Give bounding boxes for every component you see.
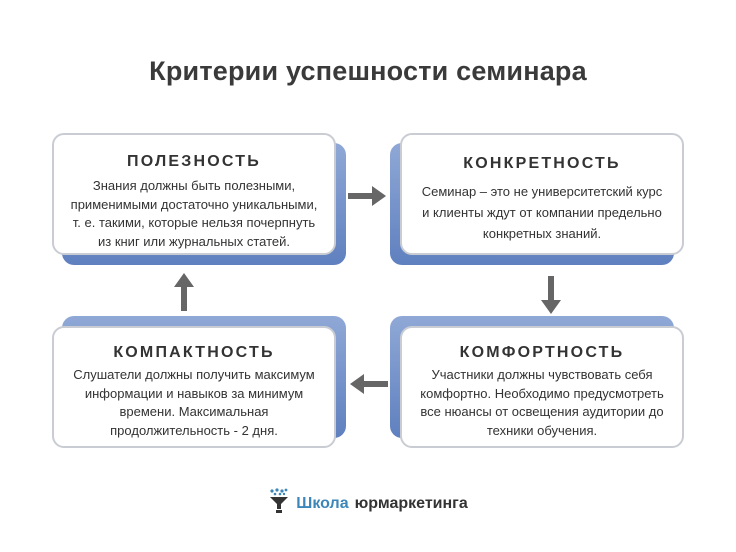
card-text: Семинар – это не университетский курс и …: [402, 181, 682, 244]
text-line: Слушатели должны получить максимум: [73, 367, 315, 382]
text-line: времени. Максимальная: [119, 404, 269, 419]
text-line: Участники должны чувствовать себя: [431, 367, 653, 382]
diagram-title: Критерии успешности семинара: [149, 56, 587, 86]
text-line: комфортно. Необходимо предусмотреть: [420, 385, 664, 401]
brand-name-part1: Школа: [296, 494, 349, 512]
funnel-logo-icon: [268, 488, 290, 519]
footer-brand: Школа юрмаркетинга: [0, 488, 736, 519]
text-line: Семинар – это не университетский курс: [421, 184, 663, 199]
card-body: ПОЛЕЗНОСТЬ Знания должны быть полезными,…: [52, 133, 336, 255]
card-text: Участники должны чувствовать себя комфор…: [402, 366, 682, 440]
card-usefulness: ПОЛЕЗНОСТЬ Знания должны быть полезными,…: [52, 133, 346, 265]
arrow-right-icon: [348, 186, 386, 206]
text-line: и клиенты ждут от компании предельно: [422, 205, 662, 220]
arrow-left-icon: [350, 374, 388, 394]
arrow-down-icon: [541, 276, 561, 314]
card-title: КОМФОРТНОСТЬ: [459, 344, 625, 361]
card-text: Знания должны быть полезными, применимым…: [54, 177, 334, 251]
text-line: т. е. такими, которые нельзя почерпнуть: [72, 215, 316, 230]
text-line: из книг или журнальных статей.: [97, 233, 291, 249]
text-line: продолжительность - 2 дня.: [110, 422, 278, 438]
card-text: Слушатели должны получить максимум инфор…: [54, 366, 334, 440]
card-title: КОМПАКТНОСТЬ: [113, 344, 275, 361]
text-line: конкретных знаний.: [482, 226, 602, 241]
text-line: применимыми достаточно уникальными,: [70, 196, 318, 212]
brand-name-part2: юрмаркетинга: [354, 494, 468, 512]
card-body: КОМПАКТНОСТЬ Слушатели должны получить м…: [52, 326, 336, 448]
card-body: КОМФОРТНОСТЬ Участники должны чувствоват…: [400, 326, 684, 448]
text-line: информации и навыков за минимум: [84, 385, 304, 401]
card-title: КОНКРЕТНОСТЬ: [463, 155, 621, 172]
card-compactness: КОМПАКТНОСТЬ Слушатели должны получить м…: [52, 316, 346, 448]
card-body: КОНКРЕТНОСТЬ Семинар – это не университе…: [400, 133, 684, 255]
text-line: техники обучения.: [486, 422, 598, 438]
text-line: все нюансы от освещения аудитории до: [420, 404, 664, 419]
card-title: ПОЛЕЗНОСТЬ: [127, 153, 261, 170]
arrow-up-icon: [174, 273, 194, 311]
card-comfort: КОМФОРТНОСТЬ Участники должны чувствоват…: [390, 316, 684, 448]
text-line: Знания должны быть полезными,: [92, 178, 296, 193]
card-concreteness: КОНКРЕТНОСТЬ Семинар – это не университе…: [390, 133, 684, 265]
